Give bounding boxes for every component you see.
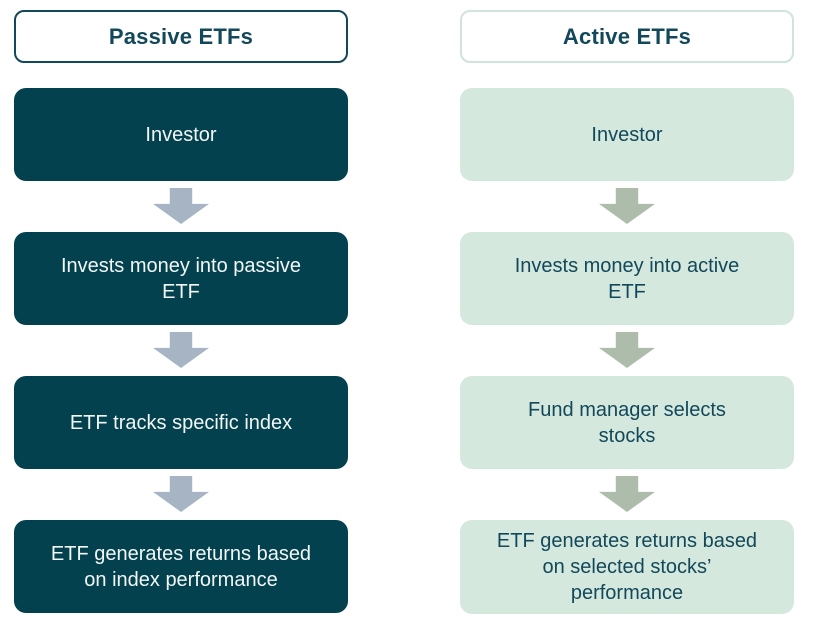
active-etf-column: Active ETFs Investor Invests money into … xyxy=(460,10,794,628)
down-arrow-icon xyxy=(599,332,655,368)
down-arrow-icon xyxy=(599,188,655,224)
down-arrow-icon xyxy=(153,188,209,224)
step-box-active-returns: ETF generates returns based on selected … xyxy=(460,520,794,614)
step-box-passive-tracks-index: ETF tracks specific index xyxy=(14,376,348,469)
passive-etf-column-header: Passive ETFs xyxy=(14,10,348,63)
step-box-passive-investor: Investor xyxy=(14,88,348,181)
step-box-passive-invests: Invests money into passive ETF xyxy=(14,232,348,325)
passive-etf-header-label: Passive ETFs xyxy=(108,23,254,49)
step-box-active-investor: Investor xyxy=(460,88,794,181)
step-box-passive-returns: ETF generates returns based on index per… xyxy=(14,520,348,613)
active-etf-column-header: Active ETFs xyxy=(460,10,794,63)
passive-etf-column: Passive ETFs Investor Invests money into… xyxy=(14,10,348,628)
step-box-active-invests: Invests money into active ETF xyxy=(460,232,794,325)
down-arrow-icon xyxy=(153,332,209,368)
active-etf-header-label: Active ETFs xyxy=(562,23,692,49)
down-arrow-icon xyxy=(153,476,209,512)
step-box-active-fund-manager: Fund manager selects stocks xyxy=(460,376,794,469)
down-arrow-icon xyxy=(599,476,655,512)
